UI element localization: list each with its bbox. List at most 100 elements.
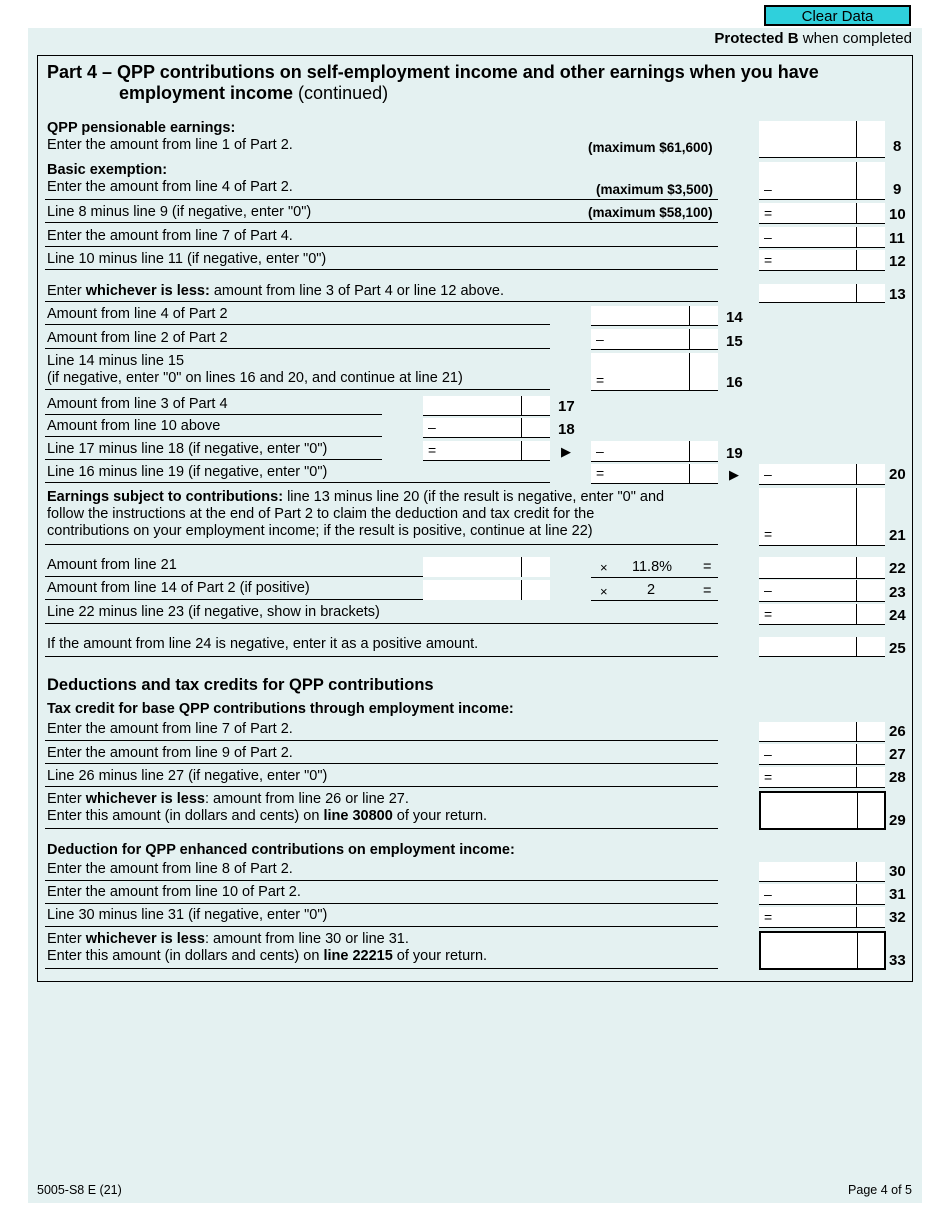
line24-input[interactable]: =	[759, 604, 885, 624]
line-number-10: 10	[889, 206, 906, 223]
line17-input[interactable]	[423, 396, 550, 415]
line18-input[interactable]: –	[423, 418, 550, 437]
line18-label: Amount from line 10 above	[47, 418, 221, 434]
line11-label: Enter the amount from line 7 of Part 4.	[47, 228, 293, 244]
line17-label: Amount from line 3 of Part 4	[47, 396, 228, 412]
line26-label: Enter the amount from line 7 of Part 2.	[47, 721, 293, 737]
line8-input[interactable]	[759, 121, 885, 157]
line16-input[interactable]: =	[591, 353, 718, 390]
line-number-25: 25	[889, 640, 906, 657]
line20-left-input[interactable]: =	[591, 464, 718, 483]
line-number-13: 13	[889, 286, 906, 303]
line25-label: If the amount from line 24 is negative, …	[47, 636, 479, 652]
line8-heading: QPP pensionable earnings:	[47, 120, 236, 136]
line13-input[interactable]	[759, 284, 885, 302]
line26-input[interactable]	[759, 722, 885, 741]
line15-label: Amount from line 2 of Part 2	[47, 330, 228, 346]
line27-label: Enter the amount from line 9 of Part 2.	[47, 745, 293, 761]
line20-input[interactable]: –	[759, 464, 885, 484]
line21-label-2: follow the instructions at the end of Pa…	[47, 506, 595, 522]
line-number-30: 30	[889, 863, 906, 880]
page-title: Part 4 – QPP contributions on self-emplo…	[47, 62, 819, 103]
line12-input[interactable]: =	[759, 250, 885, 270]
line20-label: Line 16 minus line 19 (if negative, ente…	[47, 464, 328, 480]
line10-maximum: (maximum $58,100)	[588, 205, 713, 220]
page-number: Page 4 of 5	[848, 1183, 912, 1197]
line-number-15: 15	[726, 333, 743, 350]
line30-input[interactable]	[759, 862, 885, 881]
line-number-27: 27	[889, 746, 906, 763]
transfer-arrow-icon: ▶	[561, 444, 571, 459]
line-number-28: 28	[889, 769, 906, 786]
line14-label: Amount from line 4 of Part 2	[47, 306, 228, 322]
part4-frame	[37, 55, 913, 982]
line19-input[interactable]: –	[591, 441, 718, 461]
line32-label: Line 30 minus line 31 (if negative, ente…	[47, 907, 328, 923]
line-number-14: 14	[726, 309, 743, 326]
line28-label: Line 26 minus line 27 (if negative, ente…	[47, 768, 328, 784]
line8-label: Enter the amount from line 1 of Part 2.	[47, 137, 293, 153]
deductions-heading: Deductions and tax credits for QPP contr…	[47, 676, 434, 694]
protected-label: Protected B when completed	[714, 30, 912, 47]
line24-label: Line 22 minus line 23 (if negative, show…	[47, 604, 380, 620]
line23-left-input[interactable]	[423, 580, 550, 600]
line-number-9: 9	[893, 181, 902, 198]
line-number-32: 32	[889, 909, 906, 926]
line32-input[interactable]: =	[759, 907, 885, 927]
enhanced-deduction-heading: Deduction for QPP enhanced contributions…	[47, 842, 515, 858]
line9-heading: Basic exemption:	[47, 162, 168, 178]
times-icon: ×	[600, 584, 608, 599]
line-number-20: 20	[889, 466, 906, 483]
line33-label-1: Enter whichever is less: amount from lin…	[47, 931, 409, 947]
times-icon: ×	[600, 560, 608, 575]
line31-input[interactable]: –	[759, 884, 885, 904]
line14-input[interactable]	[591, 306, 718, 325]
equals-icon: =	[703, 559, 712, 575]
line22-label: Amount from line 21	[47, 557, 177, 573]
line33-label-2: Enter this amount (in dollars and cents)…	[47, 948, 488, 964]
equals-icon: =	[703, 583, 712, 599]
line31-label: Enter the amount from line 10 of Part 2.	[47, 884, 301, 900]
line16-label-2: (if negative, enter "0" on lines 16 and …	[47, 370, 463, 386]
line25-input[interactable]	[759, 637, 885, 656]
line22-input[interactable]	[759, 557, 885, 578]
line30-label: Enter the amount from line 8 of Part 2.	[47, 861, 293, 877]
line-number-23: 23	[889, 584, 906, 601]
line9-label: Enter the amount from line 4 of Part 2.	[47, 179, 293, 195]
line-number-26: 26	[889, 723, 906, 740]
line-number-21: 21	[889, 527, 906, 544]
line-number-19: 19	[726, 445, 743, 462]
line-number-12: 12	[889, 253, 906, 270]
line33-input[interactable]	[759, 931, 886, 970]
line27-input[interactable]: –	[759, 744, 885, 764]
line12-label: Line 10 minus line 11 (if negative, ente…	[47, 251, 327, 267]
line23-label: Amount from line 14 of Part 2 (if positi…	[47, 580, 310, 596]
line-number-29: 29	[889, 812, 906, 829]
line-number-24: 24	[889, 607, 906, 624]
line21-input[interactable]: =	[759, 488, 885, 545]
line11-input[interactable]: –	[759, 227, 885, 247]
clear-data-button[interactable]: Clear Data	[764, 5, 911, 26]
line15-input[interactable]: –	[591, 329, 718, 349]
line28-input[interactable]: =	[759, 767, 885, 787]
line-number-16: 16	[726, 374, 743, 391]
line22-rate: 11.8%	[632, 559, 673, 575]
line19-left-input[interactable]: =	[423, 441, 550, 460]
line10-input[interactable]: =	[759, 203, 885, 223]
line16-label-1: Line 14 minus line 15	[47, 353, 185, 369]
line9-maximum: (maximum $3,500)	[596, 182, 714, 197]
line22-left-input[interactable]	[423, 557, 550, 577]
line-number-31: 31	[889, 886, 906, 903]
line29-input[interactable]	[759, 791, 886, 830]
line-number-8: 8	[893, 138, 902, 155]
line-number-18: 18	[558, 421, 575, 438]
line-number-17: 17	[558, 398, 575, 415]
line23-input[interactable]: –	[759, 580, 885, 601]
line29-label-1: Enter whichever is less: amount from lin…	[47, 791, 409, 807]
line9-input[interactable]: –	[759, 162, 885, 199]
form-id: 5005-S8 E (21)	[37, 1183, 122, 1197]
line19-label: Line 17 minus line 18 (if negative, ente…	[47, 441, 328, 457]
line21-label-1: Earnings subject to contributions: line …	[47, 489, 665, 505]
line29-label-2: Enter this amount (in dollars and cents)…	[47, 808, 488, 824]
line10-label: Line 8 minus line 9 (if negative, enter …	[47, 204, 312, 220]
